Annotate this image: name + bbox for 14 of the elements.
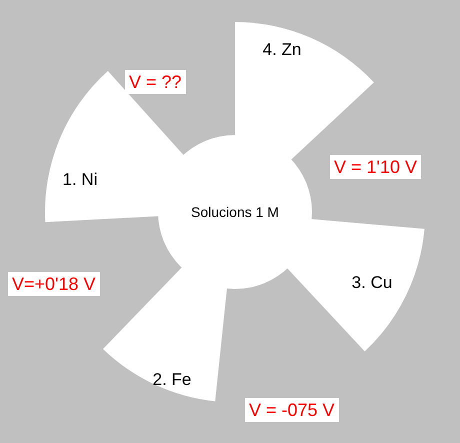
- sector-label: 2. Fe: [152, 370, 192, 390]
- sector-shape: [103, 266, 228, 401]
- sector-shape: [45, 70, 184, 222]
- center-label: Solucions 1 M: [191, 204, 279, 220]
- sector-label: 4. Zn: [262, 40, 302, 60]
- sector-label: 3. Cu: [352, 272, 392, 293]
- voltage-label: V = -075 V: [245, 398, 339, 422]
- center-circle: [158, 135, 312, 289]
- sector-shape: [286, 218, 424, 351]
- voltage-label: V=+0'18 V: [8, 272, 100, 296]
- voltage-label: V = ??: [125, 70, 186, 94]
- voltage-label: V = 1'10 V: [330, 155, 421, 179]
- sector-shape: [235, 22, 374, 160]
- sector-label: 1. Ni: [62, 170, 98, 190]
